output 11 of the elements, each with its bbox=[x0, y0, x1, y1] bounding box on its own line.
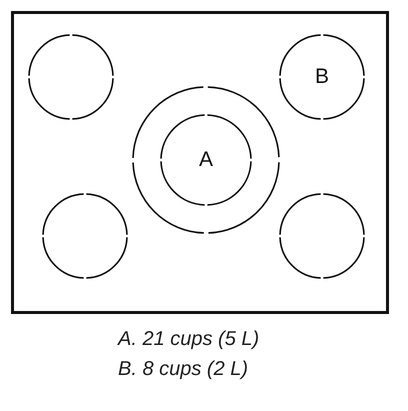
burner-circle bbox=[279, 193, 365, 279]
burner-circle bbox=[160, 114, 252, 206]
burner-letter: B bbox=[315, 65, 329, 89]
burner-capacity-note: A. 21 cups (5 L) bbox=[118, 328, 260, 351]
cooktop-outline bbox=[11, 11, 389, 314]
burner-circle bbox=[42, 193, 128, 279]
burner-circle bbox=[28, 34, 114, 120]
burner-circle bbox=[279, 34, 365, 120]
burner-capacity-note: B. 8 cups (2 L) bbox=[118, 358, 248, 381]
burner-circle bbox=[132, 86, 280, 234]
burner-letter: A bbox=[199, 148, 213, 172]
